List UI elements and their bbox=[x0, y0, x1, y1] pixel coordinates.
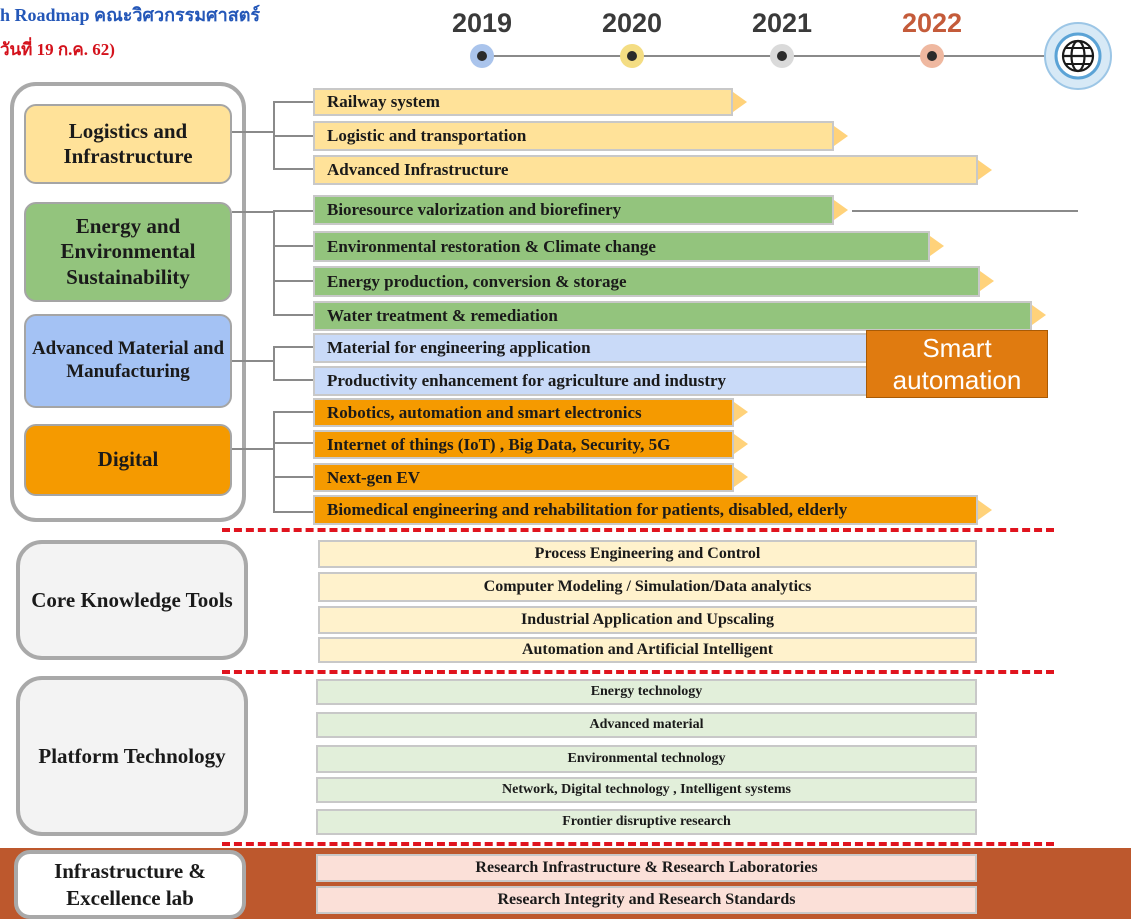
research-bar: Logistic and transportation bbox=[313, 121, 834, 151]
research-bar: Bioresource valorization and biorefinery bbox=[313, 195, 834, 225]
bar-arrow-icon bbox=[978, 500, 992, 520]
connector bbox=[273, 411, 275, 512]
cluster-advanced-material: Advanced Material and Manufacturing bbox=[24, 314, 232, 408]
connector bbox=[273, 245, 313, 247]
bar-arrow-icon bbox=[733, 92, 747, 112]
year-marker-2022 bbox=[920, 44, 944, 68]
bar-arrow-icon bbox=[734, 434, 748, 454]
year-marker-2019 bbox=[470, 44, 494, 68]
section-divider bbox=[222, 842, 1054, 846]
infrastructure-label: Infrastructure & Excellence lab bbox=[14, 850, 246, 919]
research-bar: Water treatment & remediation bbox=[313, 301, 1032, 331]
platform-item: Network, Digital technology , Intelligen… bbox=[316, 777, 977, 803]
research-bar: Environmental restoration & Climate chan… bbox=[313, 231, 930, 262]
callout-line1: Smart bbox=[922, 333, 992, 363]
connector bbox=[273, 210, 275, 316]
core-knowledge-item: Computer Modeling / Simulation/Data anal… bbox=[318, 572, 977, 602]
research-bar: Robotics, automation and smart electroni… bbox=[313, 398, 734, 427]
core-knowledge-label: Core Knowledge Tools bbox=[16, 540, 248, 660]
bar-arrow-icon bbox=[978, 160, 992, 180]
connector bbox=[273, 511, 313, 513]
connector bbox=[273, 210, 313, 212]
connector bbox=[852, 210, 1078, 212]
cluster-energy: Energy and Environmental Sustainability bbox=[24, 202, 232, 302]
connector bbox=[273, 476, 313, 478]
bar-arrow-icon bbox=[734, 467, 748, 487]
year-label-2019: 2019 bbox=[451, 8, 513, 38]
year-marker-2020 bbox=[620, 44, 644, 68]
section-divider bbox=[222, 670, 1054, 674]
page-subtitle: วันที่ 19 ก.ค. 62) bbox=[0, 40, 115, 59]
connector bbox=[273, 346, 275, 380]
core-knowledge-item: Industrial Application and Upscaling bbox=[318, 606, 977, 634]
infrastructure-item: Research Integrity and Research Standard… bbox=[316, 886, 977, 914]
research-bar: Energy production, conversion & storage bbox=[313, 266, 980, 297]
connector bbox=[273, 411, 313, 413]
timeline-line bbox=[480, 55, 1050, 57]
platform-item: Advanced material bbox=[316, 712, 977, 738]
research-bar: Material for engineering application bbox=[313, 333, 873, 363]
core-knowledge-item: Automation and Artificial Intelligent bbox=[318, 637, 977, 663]
year-label-2021: 2021 bbox=[751, 8, 813, 38]
research-bar: Railway system bbox=[313, 88, 733, 116]
year-marker-2021 bbox=[770, 44, 794, 68]
bar-arrow-icon bbox=[734, 402, 748, 422]
connector bbox=[232, 131, 275, 133]
infrastructure-item: Research Infrastructure & Research Labor… bbox=[316, 854, 977, 882]
globe-icon bbox=[1054, 32, 1102, 80]
year-label-2022: 2022 bbox=[901, 8, 963, 38]
research-bar: Advanced Infrastructure bbox=[313, 155, 978, 185]
connector bbox=[273, 442, 313, 444]
smart-automation-callout: Smart automation bbox=[866, 330, 1048, 398]
platform-item: Energy technology bbox=[316, 679, 977, 705]
globe-badge bbox=[1044, 22, 1112, 90]
bar-arrow-icon bbox=[930, 236, 944, 256]
connector bbox=[273, 379, 313, 381]
connector bbox=[232, 448, 275, 450]
cluster-logistics: Logistics and Infrastructure bbox=[24, 104, 232, 184]
platform-item: Frontier disruptive research bbox=[316, 809, 977, 835]
research-bar: Internet of things (IoT) , Big Data, Sec… bbox=[313, 430, 734, 459]
cluster-digital: Digital bbox=[24, 424, 232, 496]
platform-technology-label: Platform Technology bbox=[16, 676, 248, 836]
research-bar: Productivity enhancement for agriculture… bbox=[313, 366, 873, 396]
connector bbox=[273, 346, 313, 348]
connector bbox=[273, 280, 313, 282]
connector bbox=[232, 360, 275, 362]
year-label-2020: 2020 bbox=[601, 8, 663, 38]
connector bbox=[232, 211, 275, 213]
platform-item: Environmental technology bbox=[316, 745, 977, 773]
bar-arrow-icon bbox=[834, 200, 848, 220]
page-title: h Roadmap คณะวิศวกรรมศาสตร์ bbox=[0, 5, 261, 25]
research-bar: Next-gen EV bbox=[313, 463, 734, 492]
connector bbox=[273, 314, 313, 316]
connector bbox=[273, 135, 313, 137]
callout-line2: automation bbox=[892, 365, 1022, 395]
bar-arrow-icon bbox=[1032, 305, 1046, 325]
section-divider bbox=[222, 528, 1054, 532]
bar-arrow-icon bbox=[834, 126, 848, 146]
bar-arrow-icon bbox=[980, 271, 994, 291]
connector bbox=[273, 168, 313, 170]
connector bbox=[273, 101, 313, 103]
research-bar: Biomedical engineering and rehabilitatio… bbox=[313, 495, 978, 525]
core-knowledge-item: Process Engineering and Control bbox=[318, 540, 977, 568]
